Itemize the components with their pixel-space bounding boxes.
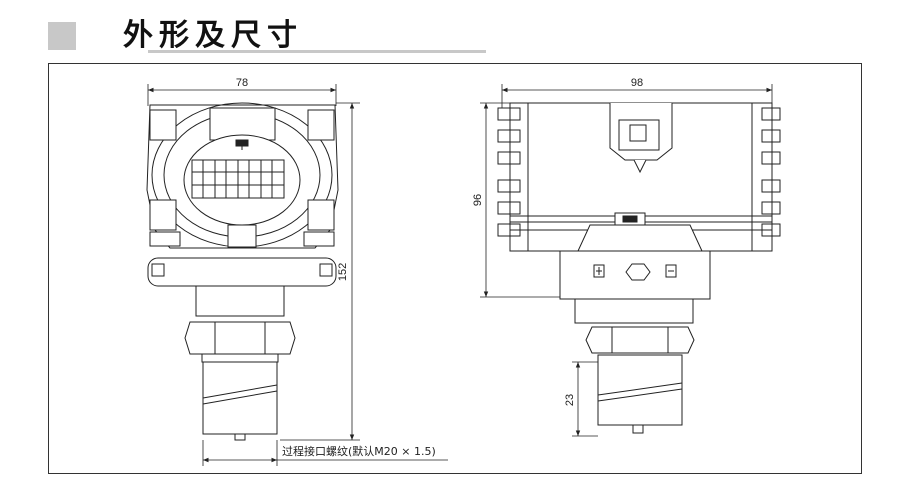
side-height-label: 96 — [472, 194, 484, 206]
thread-note-label: 过程接口螺纹(默认M20 × 1.5) — [282, 444, 436, 458]
drawing-frame — [48, 63, 862, 474]
side-view — [497, 102, 781, 434]
header-marker — [48, 22, 76, 50]
page-title: 外形及尺寸 — [123, 18, 303, 53]
front-dimensions — [147, 84, 448, 466]
side-dimensions — [480, 84, 773, 437]
front-height-label: 152 — [337, 263, 349, 281]
side-width-label: 98 — [631, 77, 643, 89]
section-header: 外形及尺寸 — [48, 10, 486, 55]
front-view — [146, 102, 339, 441]
front-width-label: 78 — [236, 77, 248, 89]
header-underline — [148, 50, 486, 53]
thread-length-label: 23 — [564, 394, 576, 406]
